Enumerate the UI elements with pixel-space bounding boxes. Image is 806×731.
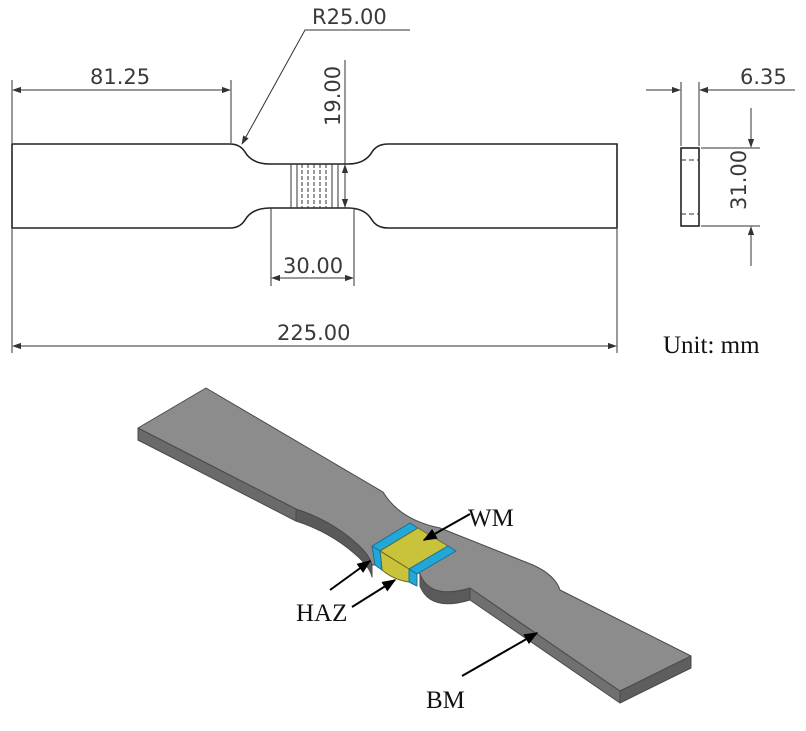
top-view: R25.00 81.25 19.00 30.00 225.00 [11,5,618,353]
specimen-outline [11,143,618,229]
total-length-label: 225.00 [277,321,350,345]
haz-side-left [371,545,383,571]
weld-length-dimension: 30.00 [270,208,355,286]
grip-length-label: 81.25 [90,65,150,89]
thickness-dimension: 6.35 [646,65,795,146]
haz-arrow-lower [351,579,397,608]
wm-label: WM [468,505,514,532]
gauge-width-dimension: 19.00 [321,60,349,208]
bm-label: BM [426,687,465,714]
side-view-outline [680,147,700,227]
haz-arrow-upper [329,560,372,591]
weld-zone-lines [290,164,339,208]
gauge-width-label: 19.00 [321,66,345,126]
haz-side-right [408,568,418,587]
weld-length-label: 30.00 [283,254,343,278]
radius-dimension: R25.00 [241,5,410,145]
wm-arrow [422,513,471,541]
grip-width-dimension: 31.00 [701,108,760,266]
haz-label: HAZ [296,600,347,627]
thickness-label: 6.35 [740,65,787,89]
radius-label: R25.00 [312,5,387,29]
unit-label: Unit: mm [663,332,760,359]
side-view: 6.35 31.00 Unit: mm [646,65,795,359]
grip-length-dimension: 81.25 [11,65,232,143]
grip-width-label: 31.00 [727,150,751,210]
total-length-dimension: 225.00 [11,229,618,353]
zone-annotations: WM HAZ BM [296,505,539,714]
isometric-view [137,387,692,704]
bm-arrow [461,632,539,677]
